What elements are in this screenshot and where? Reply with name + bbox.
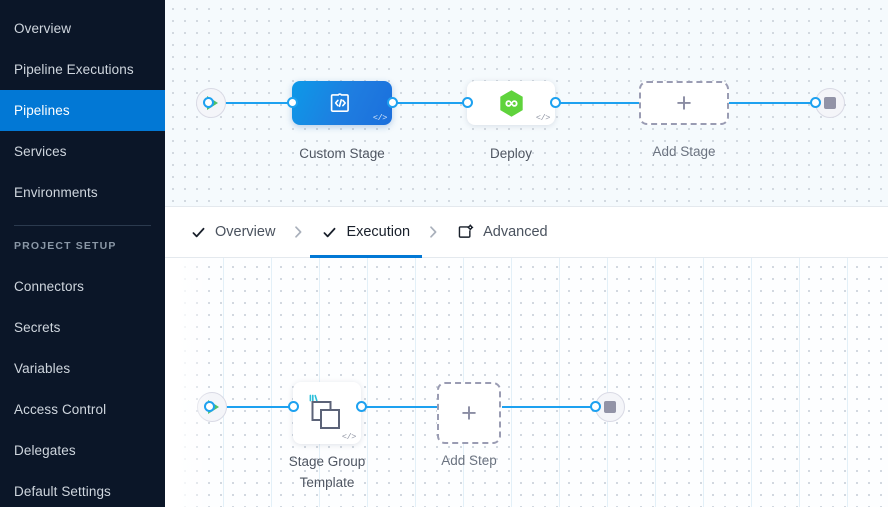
sidebar-item-label: Pipeline Executions [14,62,134,77]
stage-node-label-deploy: Deploy [489,146,533,161]
plus-icon: + [461,397,477,428]
sidebar-item-variables[interactable]: Variables [0,348,165,389]
plus-icon: + [676,87,692,118]
sidebar-item-label: Default Settings [14,484,111,499]
sidebar-item-label: Variables [14,361,71,376]
tab-label: Overview [215,224,276,240]
sidebar-item-label: Environments [14,185,98,200]
add-step-button[interactable]: + [437,382,501,444]
step-node-label-stage-group-template: Stage Group Template [288,454,366,490]
tab-label: Execution [346,224,411,240]
step-graph-canvas[interactable]: </> Stage Group Template + Add Step [165,258,888,507]
step-graph: </> Stage Group Template + Add Step [165,258,888,507]
port-custom-stage-out[interactable] [387,97,398,108]
tab-separator-1 [287,224,310,240]
sidebar-section-title: PROJECT SETUP [14,240,117,252]
edge-add-step-to-end [502,406,602,408]
edge-start-to-stage-group-template [208,406,304,408]
sidebar-item-label: Services [14,144,67,159]
code-badge: </> [535,113,551,123]
stage-tab-bar: Overview Execution [165,206,888,258]
port-stage-group-template-in[interactable] [288,401,299,412]
edge-deploy-to-add-stage [555,102,647,104]
stop-icon [824,97,836,109]
port-end-in[interactable] [810,97,821,108]
tab-overview[interactable]: Overview [179,206,287,258]
sidebar-item-label: Pipelines [14,103,70,118]
add-step-label: Add Step [441,453,497,468]
advanced-settings-icon [458,223,474,238]
chevron-right-icon [430,226,437,238]
add-stage-label: Add Stage [652,144,716,159]
sidebar-item-overview[interactable]: Overview [0,8,165,49]
tab-label: Advanced [483,224,548,240]
custom-stage-code-icon [330,93,349,112]
edge-stage-group-template-to-add-step [361,406,475,408]
step-node-stage-group-template[interactable]: </> [293,382,361,444]
sidebar-divider [14,225,151,226]
harness-deploy-hexagon-icon [499,89,523,117]
tab-separator-2 [422,224,445,240]
edge-start-to-custom-stage [207,102,300,104]
sidebar-item-label: Overview [14,21,72,36]
stage-node-label-custom-stage: Custom Stage [299,146,385,161]
sidebar-item-pipelines[interactable]: Pipelines [0,90,165,131]
port-custom-stage-in[interactable] [287,97,298,108]
sidebar-item-secrets[interactable]: Secrets [0,307,165,348]
tab-advanced[interactable]: Advanced [445,206,560,258]
sidebar-item-label: Delegates [14,443,76,458]
code-badge: </> [372,113,388,123]
stage-node-custom-stage[interactable]: </> [292,81,392,125]
sidebar-item-delegates[interactable]: Delegates [0,430,165,471]
edge-custom-stage-to-deploy [392,102,475,104]
code-badge: </> [341,432,357,442]
sidebar: Overview Pipeline Executions Pipelines S… [0,0,165,507]
sidebar-item-environments[interactable]: Environments [0,172,165,213]
port-deploy-out[interactable] [550,97,561,108]
sidebar-item-label: Secrets [14,320,61,335]
main-content: </> Custom Stage </> Deploy [165,0,888,507]
sidebar-item-pipeline-executions[interactable]: Pipeline Executions [0,49,165,90]
port-step-start-out[interactable] [204,401,215,412]
sidebar-item-label: Access Control [14,402,107,417]
sidebar-item-default-settings[interactable]: Default Settings [0,471,165,512]
stage-graph: </> Custom Stage </> Deploy [165,0,888,206]
port-deploy-in[interactable] [462,97,473,108]
chevron-right-icon [295,226,302,238]
edge-add-stage-to-end [715,102,821,104]
stage-graph-canvas[interactable]: </> Custom Stage </> Deploy [165,0,888,206]
check-icon [323,227,336,237]
tab-execution[interactable]: Execution [310,206,422,258]
port-step-end-in[interactable] [590,401,601,412]
stage-group-template-icon [309,394,340,429]
sidebar-item-access-control[interactable]: Access Control [0,389,165,430]
port-stage-group-template-out[interactable] [356,401,367,412]
sidebar-item-label: Connectors [14,279,85,294]
sidebar-item-connectors[interactable]: Connectors [0,266,165,307]
add-stage-button[interactable]: + [639,81,729,125]
port-start-out[interactable] [203,97,214,108]
stop-icon [604,401,616,413]
stage-node-deploy[interactable]: </> [467,81,555,125]
check-icon [192,227,205,237]
sidebar-item-services[interactable]: Services [0,131,165,172]
